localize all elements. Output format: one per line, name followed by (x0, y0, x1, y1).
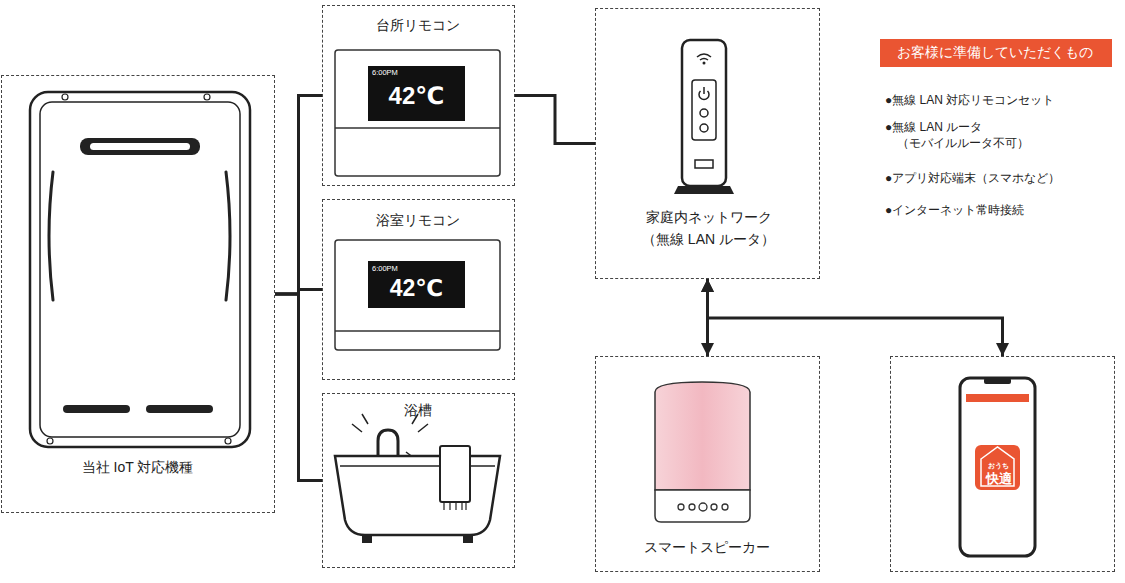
smartphone-part (975, 445, 1020, 490)
requirement-item: ●無線 LAN 対応リモコンセット (885, 92, 1054, 108)
router-part (692, 80, 716, 140)
bath-remote-part (335, 240, 500, 350)
water-heater-part (49, 172, 53, 300)
kitchen-remote-part (335, 127, 500, 129)
smartphone-part (966, 394, 1029, 402)
node-label: 家庭内ネットワーク （無線 LAN ルータ） (629, 207, 789, 250)
bathtub-part (362, 535, 372, 543)
screen-clock: 6:00PM (372, 68, 398, 78)
bathtub-panel: 浴槽 (322, 393, 515, 568)
bathtub-part (335, 456, 500, 535)
router-part (700, 124, 708, 132)
water-heater-part (225, 438, 231, 444)
speaker-panel: スマートスピーカー (595, 356, 820, 572)
node-label: 浴槽 (404, 401, 432, 421)
requirements-heading: お客様に準備していただくもの (880, 39, 1112, 67)
requirement-item: ●アプリ対応端末（スマホなど） (885, 170, 1060, 186)
water-heater (30, 92, 250, 447)
smart-speaker-part (655, 382, 750, 490)
water-heater-part (30, 92, 250, 447)
screen-temperature: 42℃ (368, 273, 465, 304)
smart-speaker-part (678, 504, 684, 510)
phone-panel: おうち快適 (890, 356, 1115, 572)
device-panel: 当社 IoT 対応機種 (1, 75, 275, 513)
smart-speaker-part (722, 504, 728, 510)
water-heater-part (146, 405, 213, 413)
bathtub (335, 414, 500, 543)
water-heater-part (80, 138, 200, 155)
screen-temperature: 42℃ (368, 80, 465, 112)
bath-remote-part (368, 261, 465, 308)
smart-speaker (655, 382, 750, 522)
smartphone (960, 378, 1035, 556)
smart-speaker-part (655, 490, 750, 522)
connector (275, 96, 322, 295)
water-heater-part (63, 405, 130, 413)
smart-speaker-part (689, 504, 695, 510)
smartphone-part (960, 378, 1035, 556)
connector (275, 294, 322, 481)
router-part (703, 62, 706, 65)
bathtub-part (352, 414, 428, 458)
connector (515, 96, 595, 144)
smartphone-part (984, 378, 1011, 384)
node-label: 浴室リモコン (376, 211, 460, 231)
kitchen-remote-part (368, 66, 465, 121)
water-heater-part (62, 94, 68, 100)
node-label: 快適 (976, 471, 1021, 487)
router-part (700, 109, 708, 117)
bathtub-part (440, 446, 470, 502)
requirement-item: ●インターネット常時接続 (885, 202, 1024, 218)
router-part (682, 40, 726, 186)
bathtub-part (340, 465, 495, 467)
router-part (674, 186, 734, 194)
smart-speaker-part (711, 504, 717, 510)
water-heater-part (47, 438, 53, 444)
kitchen-remote-part (335, 50, 500, 176)
router-part (703, 87, 705, 94)
router (674, 40, 734, 194)
water-heater-part (40, 102, 240, 437)
node-label: おうち (976, 462, 1021, 470)
node-label: 当社 IoT 対応機種 (82, 458, 194, 478)
smart-speaker-part (699, 503, 707, 511)
router-part (697, 54, 711, 60)
requirement-item: ●無線 LAN ルータ （モバイルルータ不可） (885, 119, 1047, 151)
router-part (695, 160, 713, 168)
water-heater-part (204, 94, 210, 100)
water-heater-part (226, 172, 230, 300)
screen-clock: 6:00PM (372, 264, 398, 274)
bath-remote-part (335, 330, 500, 332)
bathtub-part (444, 502, 466, 510)
router-panel: 家庭内ネットワーク （無線 LAN ルータ） (595, 8, 820, 279)
node-label: お客様に準備していただくもの (897, 43, 1093, 63)
kitchen-remote (335, 50, 500, 176)
node-label: 台所リモコン (376, 16, 460, 36)
node-label: スマートスピーカー (644, 538, 770, 558)
bathtub-part (463, 535, 473, 543)
water-heater-part (90, 143, 190, 150)
bath-remote (335, 240, 500, 350)
connector (708, 279, 1003, 356)
